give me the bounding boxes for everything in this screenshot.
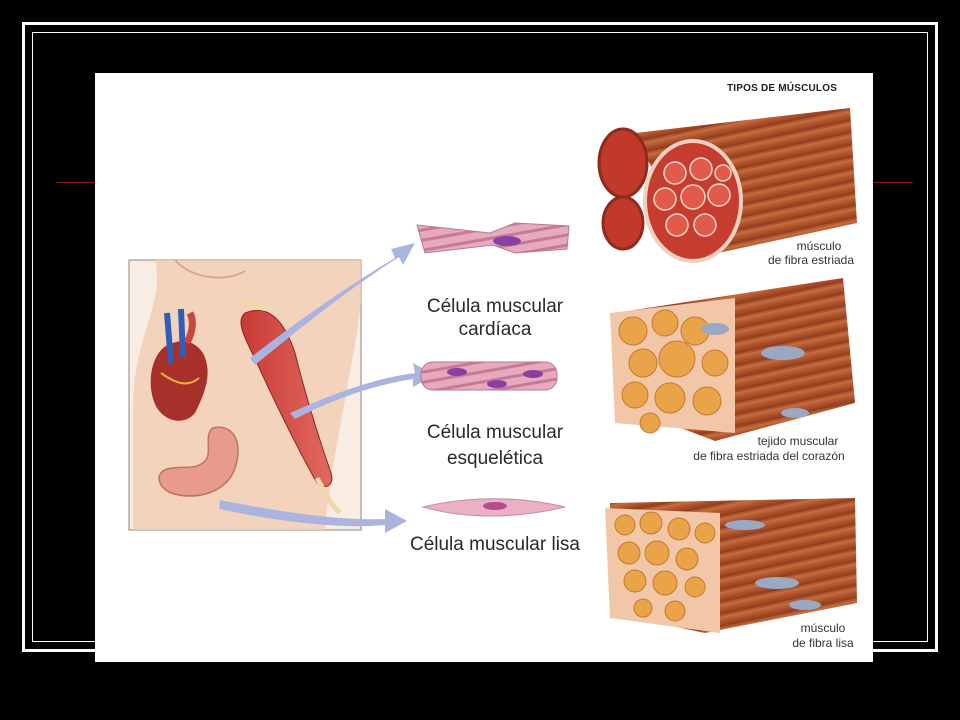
smooth-cell-icon xyxy=(421,498,566,517)
heart-icon xyxy=(150,308,208,421)
skeletal-cell-label-line2: esquelética xyxy=(446,448,544,469)
striated-tissue-label-line1: músculo xyxy=(796,239,842,253)
arrow-to-skeletal-cell xyxy=(290,363,435,419)
heart-tissue-label-line1: tejido muscular xyxy=(757,434,839,448)
figure-header: TIPOS DE MÚSCULOS xyxy=(727,83,838,94)
heart-tissue-label-line2: de fibra estriada del corazón xyxy=(693,449,845,463)
arrows xyxy=(219,243,435,533)
torso-illustration xyxy=(128,259,362,531)
smooth-tissue-label-line2: de fibra lisa xyxy=(792,636,854,650)
skeletal-cell-icon xyxy=(420,361,558,391)
smooth-tissue-label-line1: músculo xyxy=(800,621,846,635)
muscle-types-figure: TIPOS DE MÚSCULOS Célula muscular cardía… xyxy=(95,73,873,662)
red-rule-left xyxy=(56,182,96,183)
figure-artwork xyxy=(128,108,857,633)
cardiac-cell-icon xyxy=(416,222,570,254)
skeletal-cell-label-line1: Célula muscular xyxy=(426,422,564,443)
arrow-to-cardiac-cell xyxy=(250,243,415,365)
cardiac-muscle-tissue-icon xyxy=(610,278,855,441)
cardiac-cell-label-line1: Célula muscular xyxy=(426,296,564,317)
striated-tissue-label-line2: de fibra estriada xyxy=(767,253,855,267)
smooth-cell-label: Célula muscular lisa xyxy=(409,534,580,555)
cardiac-cell-label-line2: cardíaca xyxy=(458,319,532,340)
stomach-icon xyxy=(158,426,239,497)
arrow-to-smooth-cell xyxy=(219,500,407,533)
striated-muscle-tissue-icon xyxy=(597,108,857,263)
red-rule-right xyxy=(873,182,913,183)
smooth-muscle-tissue-icon xyxy=(605,498,857,633)
